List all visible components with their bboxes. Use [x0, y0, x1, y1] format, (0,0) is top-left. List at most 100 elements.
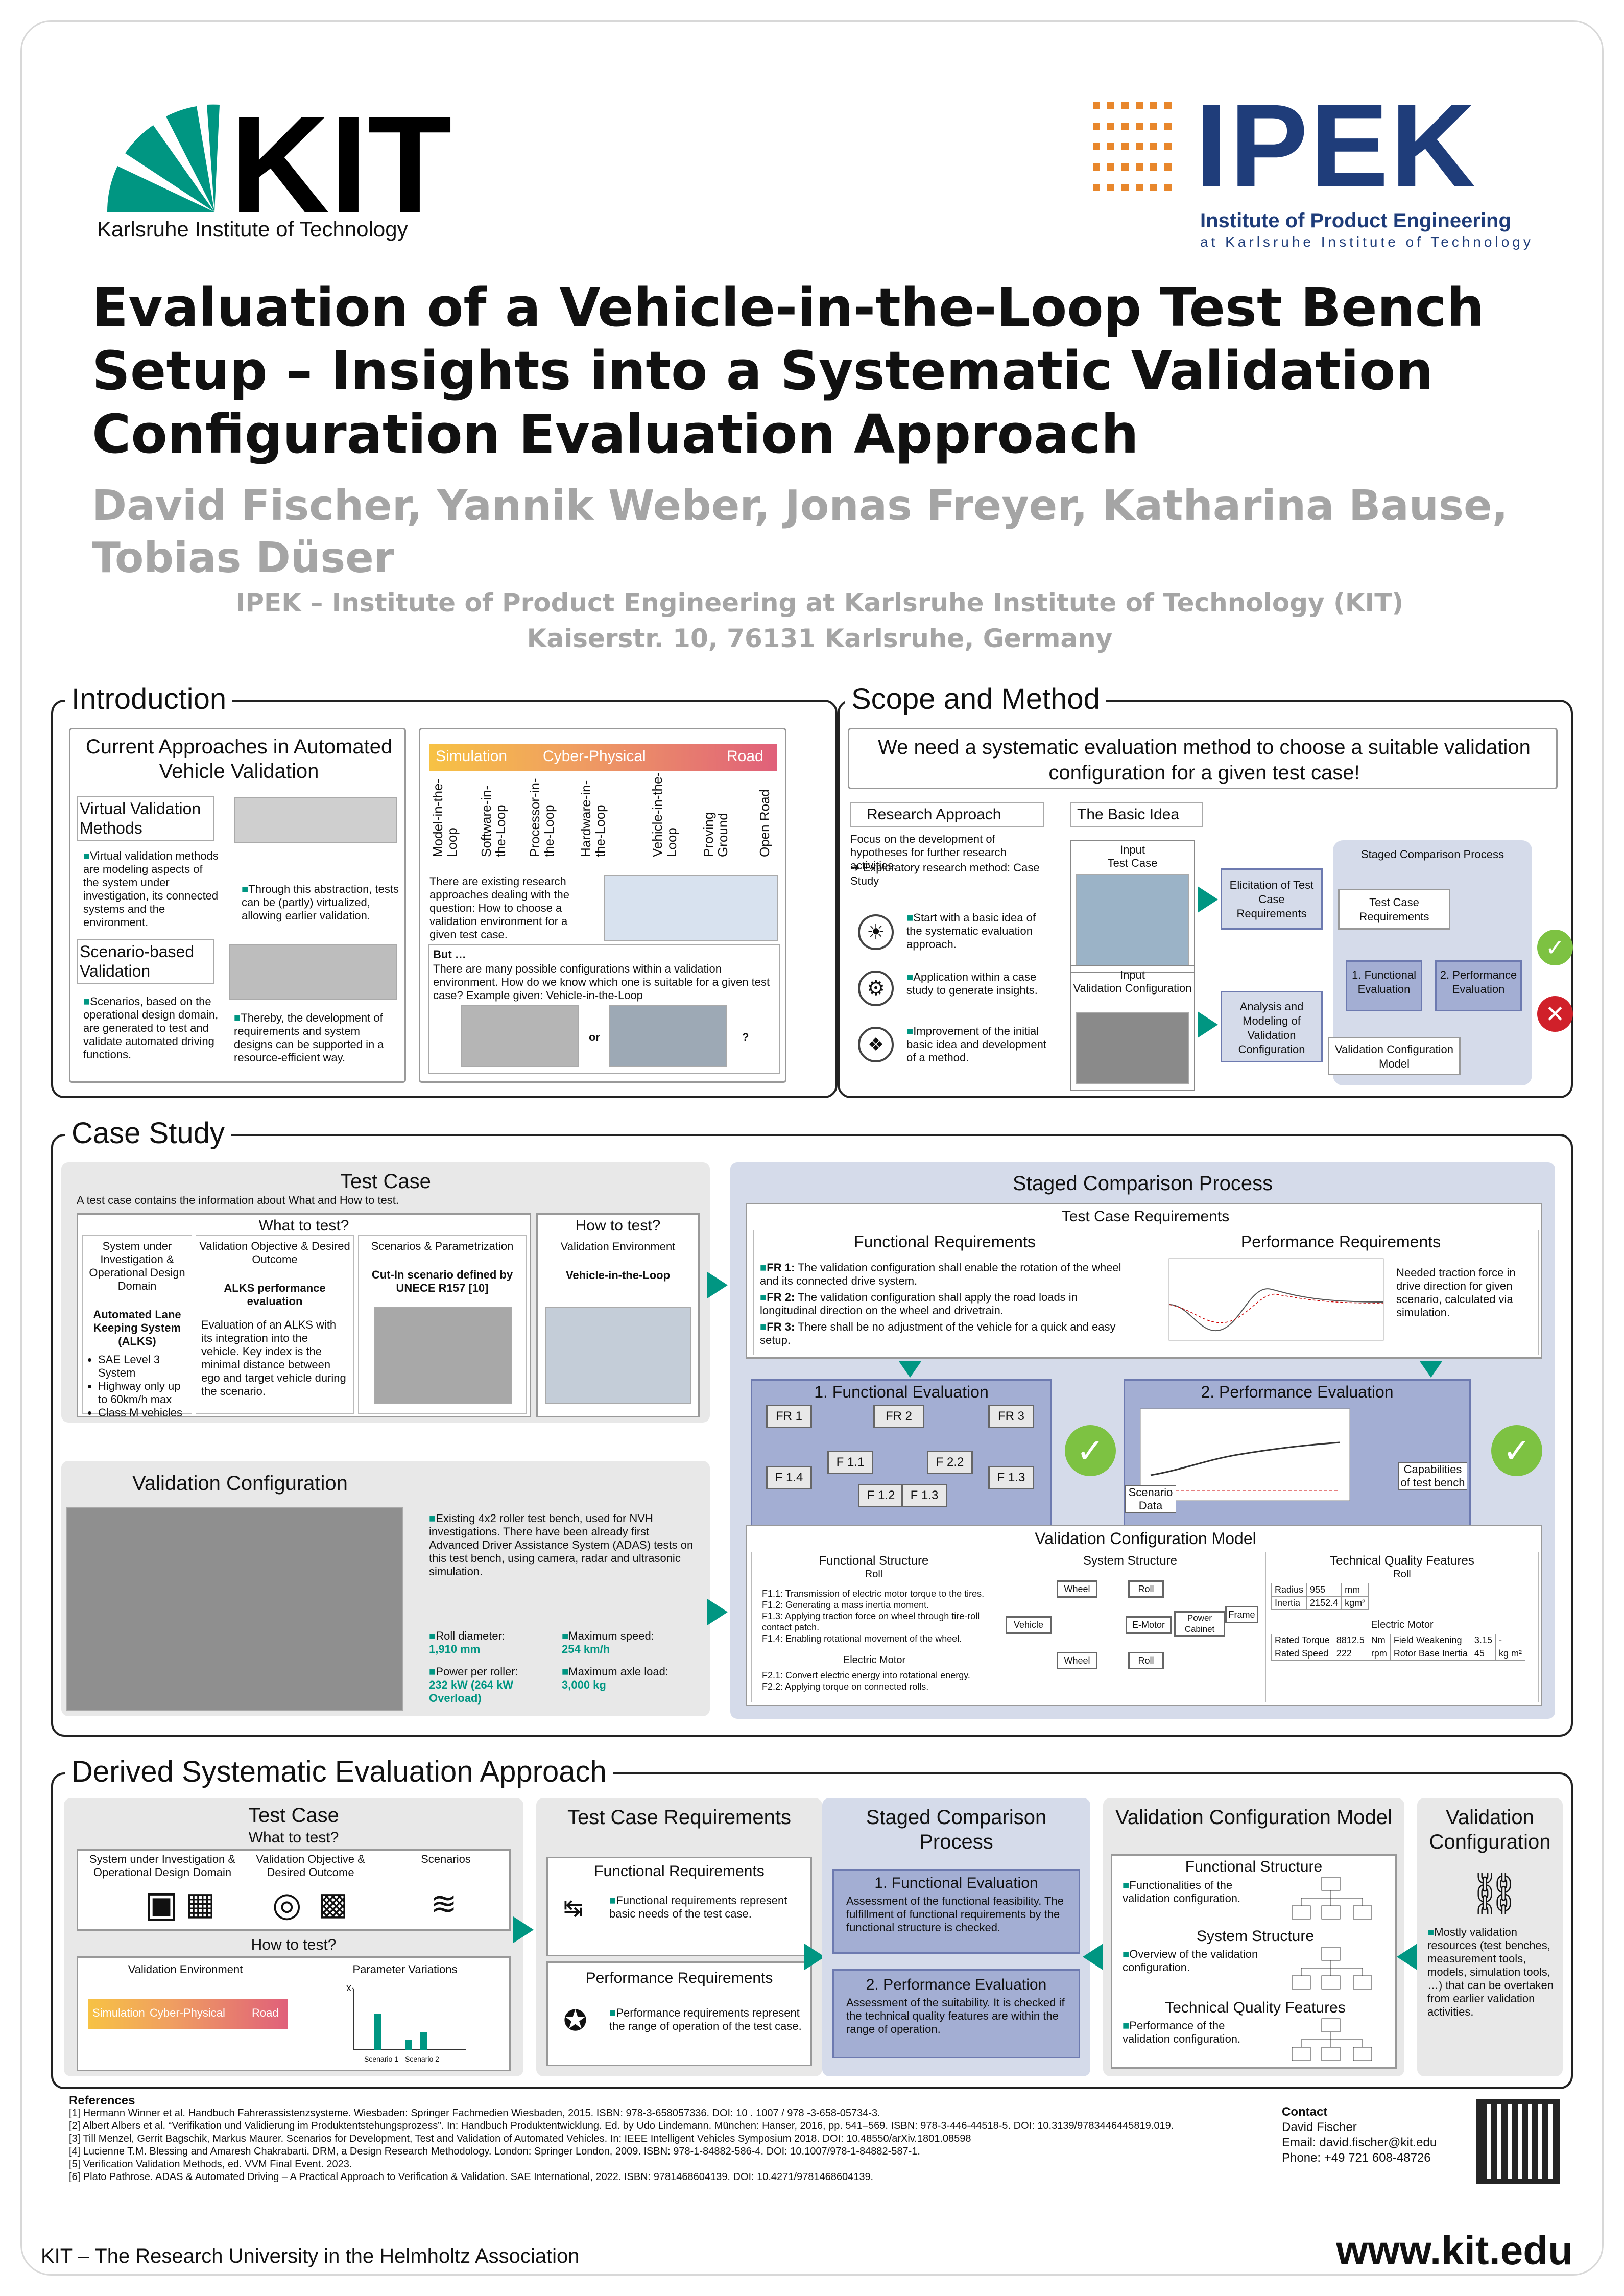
references: References [1] Hermann Winner et al. Han…: [69, 2094, 1174, 2183]
virtual-text-2: Through this abstraction, tests can be (…: [242, 883, 400, 922]
footer-right: www.kit.edu: [1336, 2228, 1573, 2273]
case-fe-box: 1. Functional Evaluation: [751, 1379, 1052, 1532]
environments-box: Simulation Cyber-Physical Road Model-in-…: [419, 728, 786, 1083]
road-barrier-icon: ▦: [185, 1886, 216, 1922]
function-tree-icon: [1292, 1877, 1372, 1920]
bar-road: Road: [727, 748, 763, 765]
arrow-d-tcr: [804, 1944, 825, 1970]
affiliation: IPEK – Institute of Product Engineering …: [235, 588, 1404, 653]
validation-config-panel: Validation Configuration Existing 4x2 ro…: [61, 1461, 710, 1716]
ipek-dots-icon: [1093, 102, 1172, 191]
derived-fe: 1. Functional Evaluation Assessment of t…: [832, 1869, 1080, 1954]
quality-tree-icon: [1292, 2018, 1372, 2061]
tc-col-3: Scenarios & Parametrization Cut-In scena…: [358, 1235, 527, 1414]
email-link[interactable]: david.fischer@kit.edu: [1319, 2136, 1437, 2149]
fe-check-icon: ✓: [1065, 1425, 1116, 1476]
authors: David Fischer, Yannik Weber, Jonas Freye…: [92, 482, 1508, 582]
arrow-tc-to-scp: [707, 1272, 728, 1298]
question-mark: ?: [742, 1031, 749, 1044]
vil-photo-1: [461, 1005, 579, 1067]
case-vcm-box: Validation Configuration Model Functiona…: [746, 1525, 1542, 1706]
arrow-fr-down: [899, 1361, 921, 1378]
kit-subtitle: Karlsruhe Institute of Technology: [97, 217, 408, 241]
road-icon: ≋: [431, 1886, 457, 1922]
case-study-heading: Case Study: [65, 1118, 231, 1149]
or-label: or: [589, 1031, 600, 1044]
analysis-box: Analysis and Modeling of Validation Conf…: [1221, 991, 1323, 1062]
check-icon: ✓: [1537, 930, 1573, 965]
current-approaches-title: Current Approaches in Automated Vehicle …: [85, 736, 393, 783]
poster-frame: [20, 20, 1604, 2276]
bar-cyber-physical: Cyber-Physical: [543, 748, 646, 765]
radar-icon: ✪: [563, 2004, 587, 2037]
scenario-image: [229, 944, 397, 1000]
scope-fe-box: 1. Functional Evaluation: [1346, 960, 1422, 1011]
virtual-title: Virtual Validation Methods: [77, 796, 214, 841]
derived-heading: Derived Systematic Evaluation Approach: [65, 1756, 613, 1788]
spec-axle: Maximum axle load:3,000 kg: [562, 1665, 695, 1692]
but-label: But …: [433, 948, 466, 961]
tc-col-1: System under Investigation & Operational…: [82, 1235, 192, 1419]
poster-title: Evaluation of a Vehicle-in-the-Loop Test…: [92, 276, 1485, 465]
case-pe-box: 2. Performance Evaluation Scenario Data …: [1124, 1379, 1471, 1532]
vcm-functional-structure: Functional Structure Roll F1.1: Transmis…: [751, 1552, 996, 1702]
arrow-d-tc: [513, 1916, 534, 1943]
arrow-d-vc: [1397, 1944, 1417, 1970]
need-statement: We need a systematic evaluation method t…: [848, 728, 1558, 789]
scenario-title: Scenario-based Validation: [77, 939, 214, 984]
test-bench-text: Existing 4x2 roller test bench, used for…: [429, 1512, 695, 1578]
step-3-text: Improvement of the initial basic idea an…: [906, 1025, 1049, 1064]
tc-col-2: Validation Objective & Desired Outcome A…: [196, 1235, 354, 1414]
ipek-subtitle-2: at Karlsruhe Institute of Technology: [1200, 234, 1534, 250]
contact: Contact David Fischer Email: david.fisch…: [1282, 2105, 1437, 2165]
flow-icon: ↹: [563, 1895, 583, 1921]
derived-pe: 2. Performance Evaluation Assessment of …: [832, 1969, 1080, 2058]
arrow-analysis: [1198, 1011, 1218, 1038]
qr-code-icon: [1476, 2099, 1560, 2184]
arrow-elicit: [1198, 886, 1218, 913]
kit-wordmark: KIT: [230, 88, 452, 242]
fr-box: Functional Requirements FR 1: The valida…: [753, 1230, 1136, 1355]
system-tree-icon: [1292, 1947, 1372, 1990]
step-icon-1: ☀: [858, 914, 894, 950]
target-icon: ◎: [272, 1885, 302, 1923]
parameter-variation-plot: [353, 1989, 466, 2050]
bar-simulation: Simulation: [436, 748, 508, 765]
current-approaches-box: Current Approaches in Automated Vehicle …: [69, 728, 406, 1083]
scope-heading: Scope and Method: [845, 683, 1106, 715]
step-1-text: Start with a basic idea of the systemati…: [906, 911, 1049, 951]
input-validation-config: Input Validation Configuration: [1070, 965, 1195, 1091]
research-approach-text-2: ➔ Exploratory research method: Case Stud…: [850, 861, 1040, 887]
test-case-panel: Test Case A test case contains the infor…: [61, 1162, 710, 1423]
arrow-vc-to-scp: [707, 1599, 728, 1625]
derived-vcm: Validation Configuration Model Functiona…: [1103, 1798, 1404, 2076]
environment-bar: [429, 744, 777, 771]
footer-left: KIT – The Research University in the Hel…: [41, 2245, 580, 2267]
test-bench-photo: [66, 1507, 403, 1711]
scope-pe-box: 2. Performance Evaluation: [1435, 960, 1522, 1011]
case-study-section: [51, 1134, 1573, 1737]
environment-labels: Model-in-the-Loop Software-in-the-Loop P…: [430, 772, 772, 857]
ipek-logo: IPEK Institute of Product Engineering at…: [1093, 87, 1542, 255]
spec-roll: Roll diameter:1,910 mm: [429, 1629, 552, 1656]
but-box: [428, 944, 780, 1074]
scope-tcr-box: Test Case Requirements: [1338, 889, 1450, 930]
tc-what-box: What to test? System under Investigation…: [77, 1213, 531, 1419]
cross-icon: ✕: [1537, 996, 1573, 1032]
vcm-system-structure: System Structure Wheel Roll Vehicle E-Mo…: [1000, 1552, 1260, 1702]
pe-check-icon: ✓: [1491, 1425, 1542, 1476]
presentation-icon: ▩: [318, 1886, 348, 1922]
kit-logo: KIT Karlsruhe Institute of Technology: [97, 77, 455, 245]
research-approach-text: Focus on the development of hypotheses f…: [850, 833, 1007, 872]
tc-how-box: How to test? Validation Environment Vehi…: [536, 1213, 700, 1417]
ipek-wordmark: IPEK: [1195, 80, 1477, 211]
approach-screenshot: [604, 875, 778, 941]
virtual-text: Virtual validation methods are modeling …: [83, 849, 221, 929]
derived-test-case: Test Case What to test? System under Inv…: [64, 1798, 523, 2076]
scenario-text-2: Thereby, the development of requirements…: [234, 1011, 397, 1064]
case-tcr-box: Test Case Requirements Functional Requir…: [746, 1203, 1542, 1359]
vil-photo-2: [609, 1005, 727, 1067]
research-approach-title: Research Approach: [850, 802, 1044, 827]
spec-speed: Maximum speed:254 km/h: [562, 1629, 695, 1656]
